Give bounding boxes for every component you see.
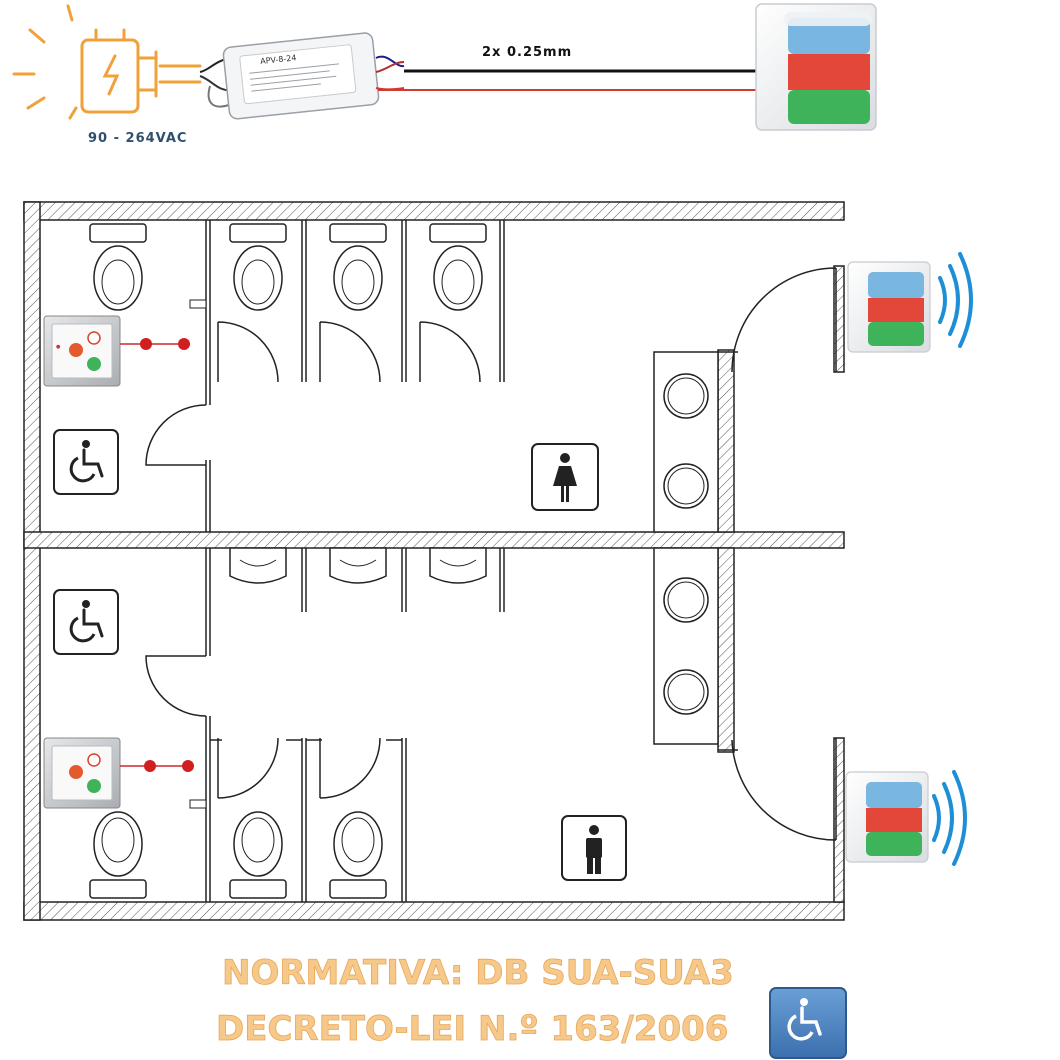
sink-lower-2 — [663, 669, 709, 715]
output-wires — [375, 55, 405, 91]
beacon-top — [755, 3, 877, 131]
urinal-1 — [229, 547, 287, 584]
toilet-upper-1 — [229, 223, 287, 311]
toilet-upper-2 — [329, 223, 387, 311]
beacon-lower — [845, 771, 929, 863]
wall-right-upper — [833, 265, 845, 373]
wall-left — [23, 201, 41, 921]
wall-right-lower — [833, 737, 845, 903]
sink-upper-1 — [663, 373, 709, 419]
wall-middle — [23, 531, 845, 549]
floor-plan: ● — [23, 201, 845, 921]
power-plug-icon — [12, 4, 202, 120]
signal-waves-upper — [938, 252, 973, 348]
male-restroom-icon — [561, 815, 627, 881]
sink-upper-2 — [663, 463, 709, 509]
toilet-lower-accessible — [89, 811, 147, 899]
regulation-line-1: NORMATIVA: DB SUA-SUA3 — [222, 953, 734, 993]
beacon-upper — [847, 261, 931, 353]
urinal-3 — [429, 547, 487, 584]
pull-cord-upper — [120, 338, 190, 350]
alarm-panel-lower — [43, 737, 121, 809]
wall-top — [23, 201, 845, 221]
regulation-line-2: DECRETO-LEI N.º 163/2006 — [216, 1009, 728, 1049]
led-driver: APV-8-24 — [222, 32, 380, 120]
accessible-door-lower — [145, 655, 207, 717]
wheelchair-icon — [53, 589, 119, 655]
wheelchair-icon — [769, 987, 847, 1059]
wheelchair-icon — [53, 429, 119, 495]
urinal-2 — [329, 547, 387, 584]
svg-text:●: ● — [56, 344, 61, 350]
signal-waves-lower — [932, 770, 967, 866]
toilet-upper-3 — [429, 223, 487, 311]
female-restroom-icon — [531, 443, 599, 511]
wall-inner-right-lower — [717, 547, 735, 753]
pull-cord-lower — [120, 760, 194, 772]
sink-lower-1 — [663, 577, 709, 623]
accessible-door-upper — [145, 404, 207, 466]
alarm-panel-upper: ● — [43, 315, 121, 387]
wall-inner-right-upper — [717, 349, 735, 533]
toilet-upper-accessible — [89, 223, 147, 311]
entrance-door-upper — [731, 267, 837, 373]
voltage-label: 90 - 264VAC — [88, 131, 187, 146]
cable-label: 2x 0.25mm — [482, 45, 572, 60]
driver-model-label: APV-8-24 — [260, 53, 297, 66]
toilet-lower-2 — [329, 811, 387, 899]
entrance-door-lower — [731, 738, 837, 841]
toilet-lower-1 — [229, 811, 287, 899]
power-source: 90 - 264VAC — [12, 4, 202, 146]
wall-bottom — [23, 901, 845, 921]
